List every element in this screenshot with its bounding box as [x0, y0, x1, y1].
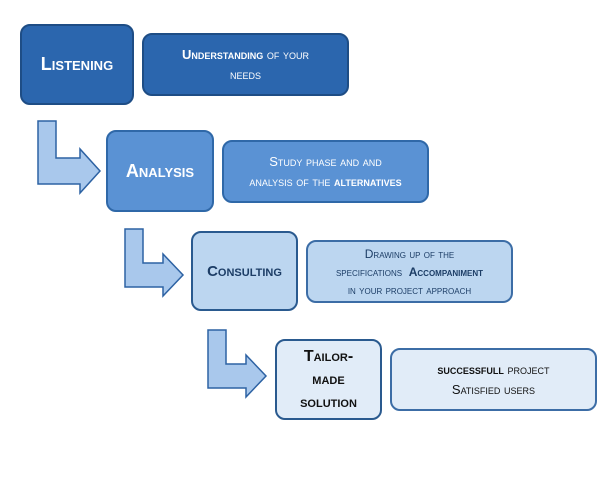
- desc-3-line-3-text: in your project approach: [347, 282, 472, 297]
- arrow-3-to-4: [207, 329, 268, 399]
- desc-4-line-2-text: Satisfied users: [451, 381, 536, 397]
- desc-3-line-1-text: Drawing up of the: [364, 246, 455, 261]
- stage-consulting-label: Consulting: [207, 262, 282, 280]
- desc-1-line-1-bold: Understanding: [182, 46, 264, 62]
- stage-consulting-description: Drawing up of the specifications Accompa…: [306, 240, 513, 303]
- arrow-1-to-2: [37, 120, 102, 195]
- stage-tailor-made-description: successfull project Satisfied users: [390, 348, 597, 411]
- stage-4-label-line-3: solution: [300, 394, 357, 411]
- desc-4-line-1-text: project: [503, 361, 550, 377]
- desc-1-line-2-text: needs: [229, 66, 261, 82]
- desc-4-line-1-bold: successfull: [437, 361, 504, 377]
- stage-analysis-description: Study phase and and analysis of the alte…: [222, 140, 429, 203]
- desc-3-line-2-text: specifications: [335, 264, 409, 279]
- stage-analysis: Analysis: [106, 130, 214, 212]
- stage-listening: Listening: [20, 24, 134, 105]
- desc-2-line-2-text: analysis of the: [249, 173, 334, 189]
- arrow-2-to-3: [124, 228, 185, 298]
- desc-2-line-1-text: Study phase and and: [269, 153, 382, 169]
- stage-4-label-line-2: made: [312, 371, 345, 388]
- stage-listening-label: Listening: [40, 54, 114, 74]
- stage-4-label-line-1: Tailor-: [303, 348, 354, 365]
- desc-2-line-2-bold: alternatives: [334, 173, 402, 189]
- desc-1-line-1-text: of your: [263, 46, 309, 62]
- stage-analysis-label: Analysis: [125, 160, 195, 181]
- desc-3-line-2-bold: Accompaniment: [408, 264, 484, 279]
- stage-consulting: Consulting: [191, 231, 298, 311]
- stage-listening-description: Understanding of your needs: [142, 33, 349, 96]
- stage-tailor-made-solution: Tailor- made solution: [275, 339, 382, 420]
